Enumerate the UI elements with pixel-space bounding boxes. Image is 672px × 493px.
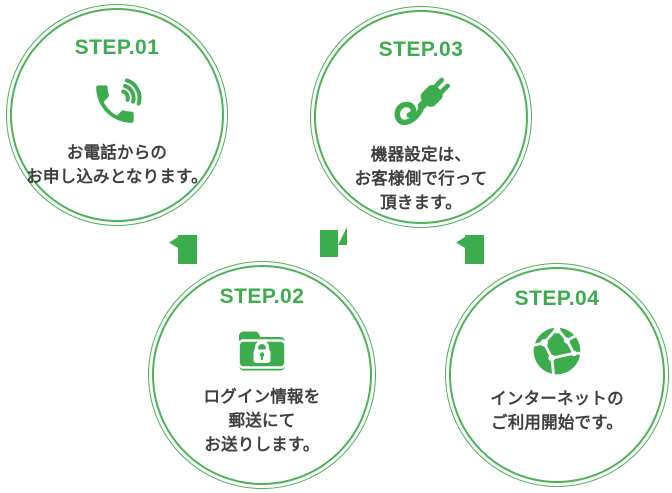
step-02-label: STEP.02 bbox=[219, 285, 305, 308]
step-03-line: 機器設定は、 bbox=[370, 146, 472, 164]
globe-icon bbox=[446, 319, 668, 383]
step-01-line: お電話からの bbox=[66, 144, 168, 162]
step-circle-01: STEP.01 お電話からの お申し込みとなります。 bbox=[6, 4, 228, 226]
step-04-line: ご利用開始です。 bbox=[491, 414, 623, 432]
step-04-description: インターネットの ご利用開始です。 bbox=[446, 387, 668, 435]
step-circle-03: STEP.03 機器設定は、 お客様側で行って 頂きます。 bbox=[310, 6, 532, 228]
step-03-description: 機器設定は、 お客様側で行って 頂きます。 bbox=[311, 143, 531, 215]
step-01-label: STEP.01 bbox=[74, 36, 160, 59]
step-01-description: お電話からの お申し込みとなります。 bbox=[7, 141, 227, 189]
flow-ribbon-down-icon bbox=[456, 233, 484, 264]
step-01-line: お申し込みとなります。 bbox=[26, 168, 208, 186]
step-03-line: 頂きます。 bbox=[380, 194, 462, 212]
flow-ribbon-up-icon bbox=[320, 227, 348, 257]
folder-lock-icon bbox=[149, 317, 375, 381]
step-04-line: インターネットの bbox=[490, 390, 624, 408]
plug-icon bbox=[311, 72, 531, 136]
step-02-line: お送りします。 bbox=[204, 436, 320, 454]
phone-icon bbox=[7, 70, 227, 134]
step-03-label: STEP.03 bbox=[378, 38, 464, 61]
step-02-description: ログイン情報を 郵送にて お送りします。 bbox=[149, 385, 375, 457]
step-03-line: お客様側で行って bbox=[354, 170, 488, 188]
step-02-line: ログイン情報を bbox=[203, 388, 321, 406]
step-circle-02: STEP.02 ログイン情報を 郵送にて お送りします。 bbox=[148, 261, 376, 489]
step-04-label: STEP.04 bbox=[514, 287, 600, 310]
flow-ribbon-down-icon bbox=[169, 233, 197, 264]
step-circle-04: STEP.04 bbox=[445, 263, 669, 487]
step-02-line: 郵送にて bbox=[228, 412, 296, 430]
